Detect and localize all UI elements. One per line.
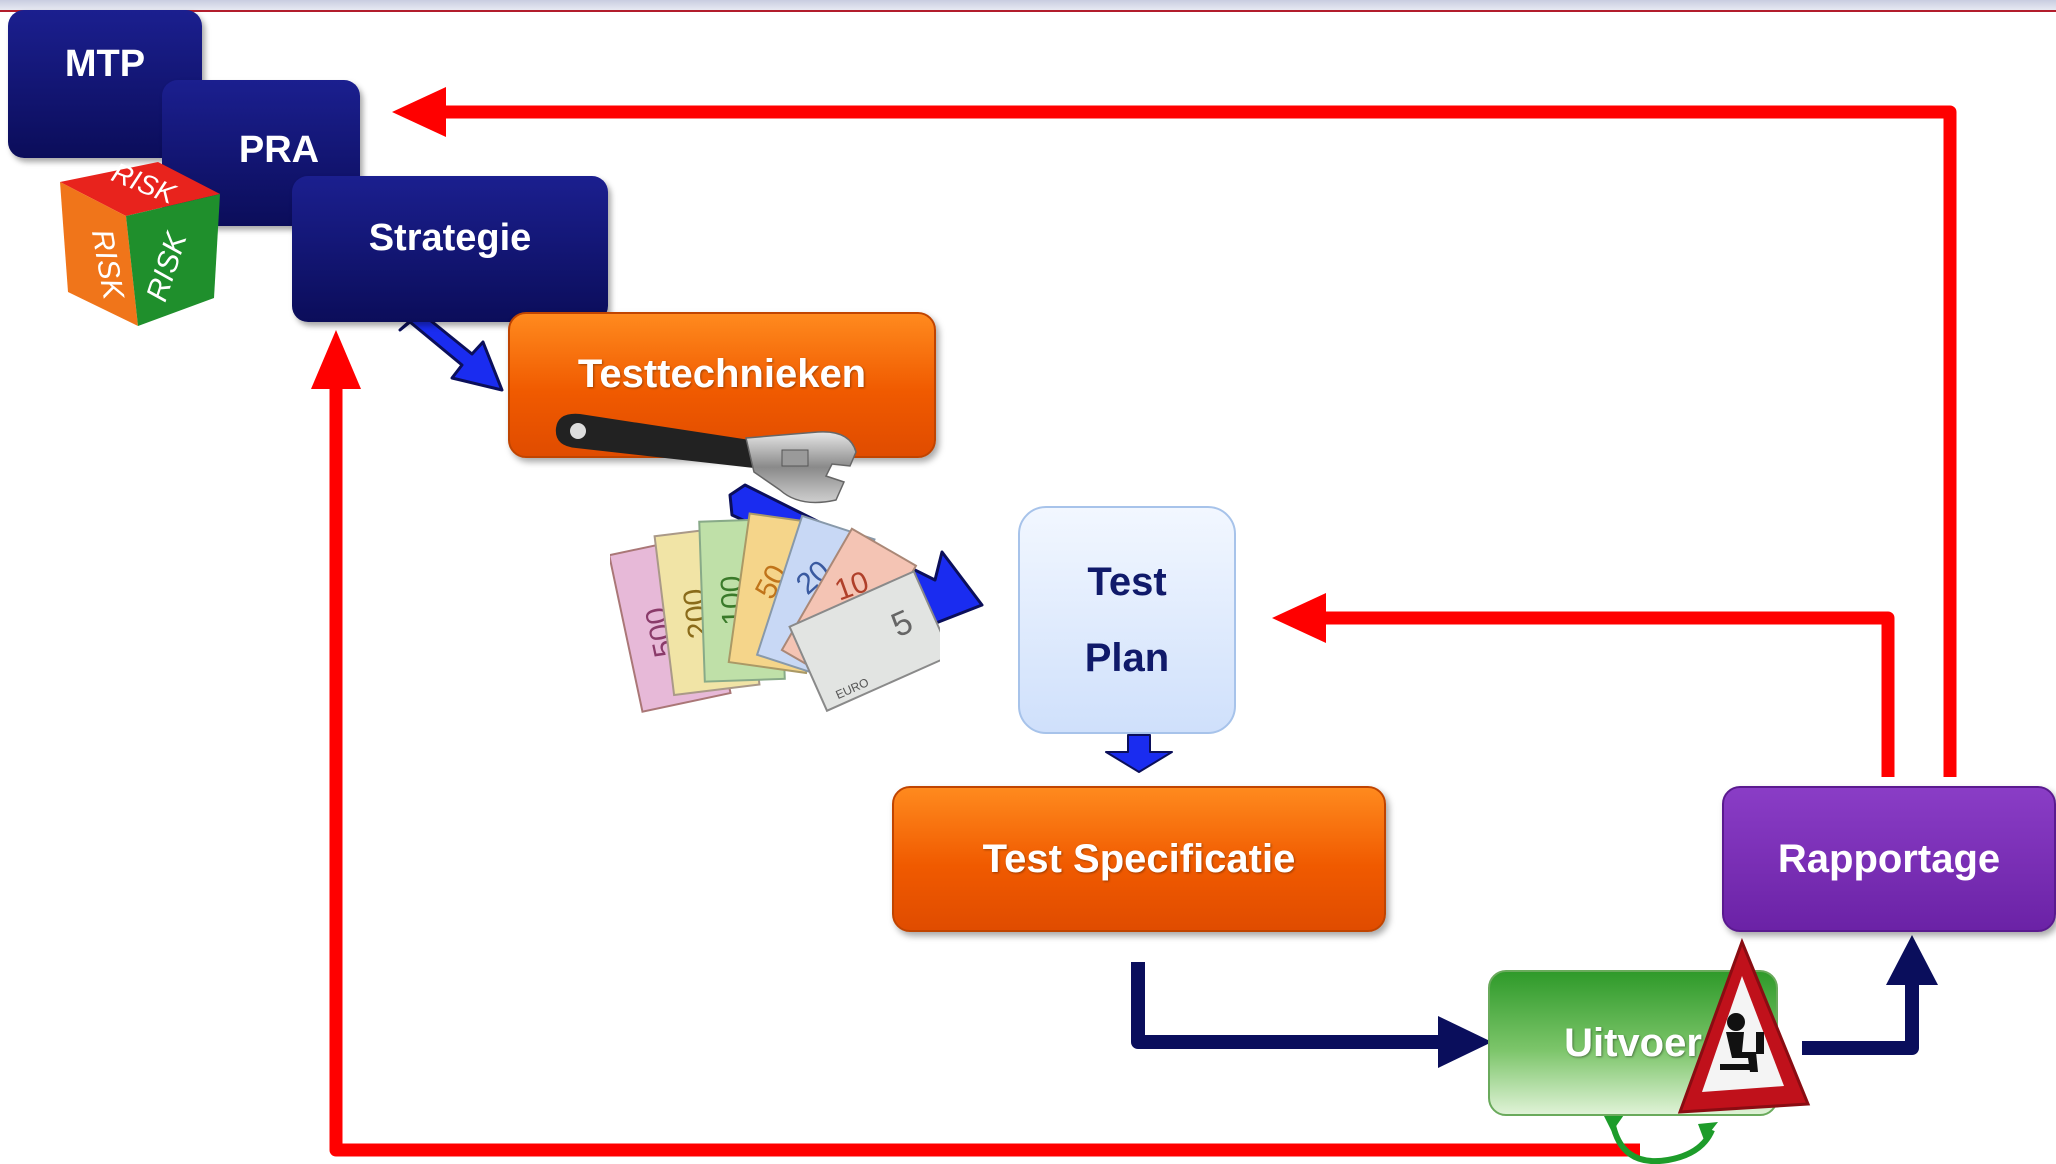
pra-label: PRA (238, 128, 320, 171)
feedback-arrow-to-plan (1322, 611, 1895, 777)
mtp-label: MTP (64, 42, 146, 85)
warning-sign-icon (1677, 937, 1811, 1114)
uitvoer-label: Uitvoer (1564, 1020, 1702, 1065)
wrench-icon (555, 413, 857, 504)
flow-arrow-strategie-to-techniques (398, 310, 504, 392)
feedback-arrow-to-pra (440, 105, 1957, 777)
uitvoer-loop-arrow-head-right (1698, 1122, 1718, 1140)
flow-arrow-plan-to-specificatie (1105, 734, 1173, 773)
strategie-label: Strategie (368, 216, 532, 259)
feedback-arrow-to-strategie (329, 385, 1640, 1157)
flow-arrow-specificatie-to-uitvoer-head (1438, 1016, 1492, 1068)
testtechnieken-label: Testtechnieken (577, 351, 867, 396)
feedback-arrow-to-pra-head (392, 87, 446, 137)
feedback-arrow-to-strategie-head (311, 330, 361, 389)
rapportage-label: Rapportage (1777, 836, 2001, 881)
rapportage-box: Rapportage (1722, 786, 2056, 932)
uitvoer-loop-arrow (1609, 1119, 1715, 1164)
pra-box: PRA (162, 80, 360, 226)
test-plan-label-line2: Plan (1084, 636, 1170, 680)
test-specificatie-box: Test Specificatie (892, 786, 1386, 932)
risk-cube-icon: RISK RISK RISK (60, 158, 220, 326)
test-specificatie-label: Test Specificatie (982, 836, 1296, 881)
flow-arrow-uitvoer-to-rapportage-head (1886, 935, 1938, 985)
test-plan-box: Test Plan (1018, 506, 1236, 734)
strategie-box: Strategie (292, 176, 608, 322)
top-border (0, 0, 2056, 12)
banknotes-image: 500 200 100 50 20 10 5 EURO (610, 512, 940, 713)
flow-arrow-uitvoer-to-rapportage (1802, 975, 1919, 1055)
uitvoer-loop-arrow-head-left (1604, 1112, 1626, 1132)
feedback-arrow-to-plan-head (1272, 593, 1326, 643)
flow-arrow-specificatie-to-uitvoer (1131, 962, 1448, 1049)
test-plan-label-line1: Test (1087, 560, 1167, 604)
